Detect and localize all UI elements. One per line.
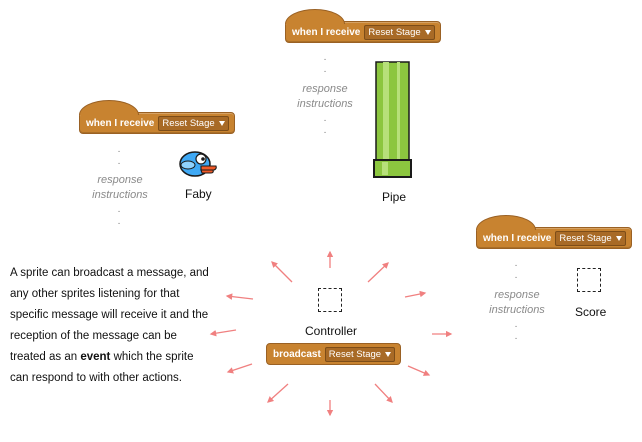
response-instructions-score: response instructions [489, 289, 545, 316]
dropdown-arrow-icon [424, 29, 431, 35]
dropdown-arrow-icon [218, 120, 225, 126]
broadcast-arrow [367, 262, 389, 283]
dropdown-value: Reset Stage [328, 348, 382, 360]
response-instructions-faby: response instructions [92, 174, 148, 201]
controller-sprite-placeholder[interactable] [318, 288, 342, 312]
broadcast-arrow [209, 329, 237, 337]
broadcast-arrow [225, 293, 254, 300]
continuation-dots: ·· [117, 146, 121, 169]
sprite-label-controller: Controller [305, 324, 358, 338]
continuation-dots: ·· [323, 54, 327, 77]
broadcast-arrow [374, 383, 393, 403]
score-sprite-placeholder[interactable] [577, 268, 601, 292]
continuation-dots: ·· [323, 115, 327, 138]
dropdown-arrow-icon [385, 351, 392, 357]
hat-text: when I receive [292, 26, 361, 38]
message-dropdown[interactable]: Reset Stage [364, 24, 435, 40]
broadcast-arrow [407, 365, 431, 376]
broadcast-arrow [267, 383, 289, 403]
continuation-dots: ·· [514, 321, 518, 344]
message-dropdown[interactable]: Reset Stage [324, 346, 396, 362]
broadcast-arrow [271, 261, 293, 283]
explanation-text: A sprite can broadcast a message, and an… [10, 267, 209, 384]
dropdown-value: Reset Stage [368, 26, 421, 38]
dropdown-value: Reset Stage [559, 232, 612, 244]
sprite-label-pipe: Pipe [382, 190, 407, 204]
flappy-bird-icon[interactable] [178, 150, 218, 178]
response-instructions-pipe: response instructions [297, 83, 353, 110]
broadcast-block[interactable]: broadcast Reset Stage [266, 343, 402, 365]
broadcast-arrow [226, 363, 253, 374]
message-dropdown[interactable]: Reset Stage [555, 230, 626, 246]
hat-text: when I receive [483, 232, 552, 244]
sprite-label-score: Score [575, 305, 607, 319]
when-i-receive-block-score[interactable]: when I receive Reset Stage [476, 215, 632, 249]
event-keyword: event [80, 351, 111, 363]
green-pipe-icon[interactable] [373, 61, 413, 179]
broadcast-text: broadcast [273, 348, 321, 360]
hat-text: when I receive [86, 117, 155, 129]
continuation-dots: ·· [514, 260, 518, 283]
message-dropdown[interactable]: Reset Stage [158, 115, 229, 131]
dropdown-arrow-icon [615, 235, 622, 241]
broadcast-arrow [404, 290, 427, 298]
continuation-dots: ·· [117, 206, 121, 229]
sprite-label-faby: Faby [185, 187, 212, 201]
dropdown-value: Reset Stage [162, 117, 215, 129]
when-i-receive-block-faby[interactable]: when I receive Reset Stage [79, 100, 235, 134]
